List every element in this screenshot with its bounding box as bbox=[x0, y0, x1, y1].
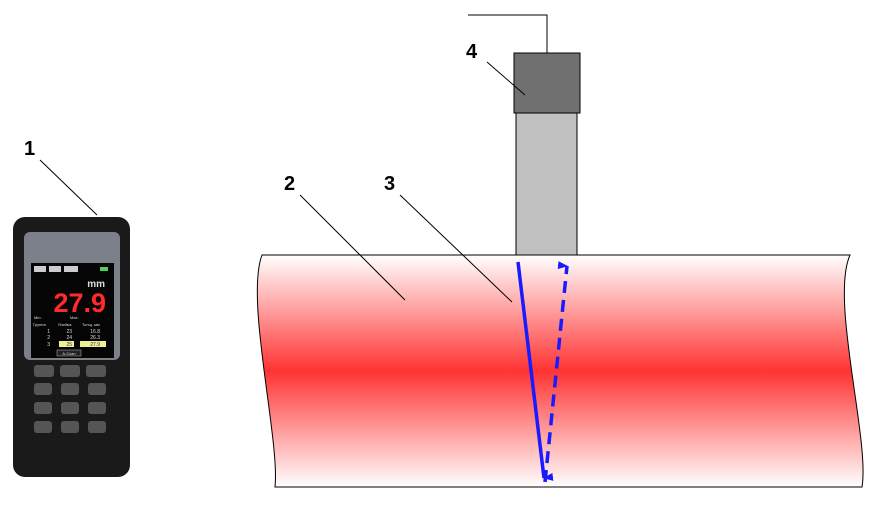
row-thickness: 16.8 bbox=[90, 329, 100, 335]
label-2: 2 bbox=[284, 173, 295, 195]
probe-cap bbox=[513, 52, 581, 114]
max-label: Max: bbox=[70, 315, 79, 320]
row-thickness: 27.9 bbox=[90, 342, 100, 348]
row-thickness: 26.3 bbox=[90, 335, 100, 341]
min-label: Min: bbox=[34, 315, 42, 320]
probe-body bbox=[515, 112, 578, 256]
incident-beam-arrow bbox=[516, 261, 554, 481]
row-cell: 23 bbox=[66, 329, 72, 335]
row-group: 1 bbox=[47, 329, 50, 335]
device-keypad bbox=[34, 365, 106, 433]
leader-line-4 bbox=[486, 61, 526, 96]
row-cell: 24 bbox=[66, 335, 72, 341]
probe-cable bbox=[468, 14, 548, 53]
thickness-gauge-device: mm 27.9 Min: Max: Группа Ячейка Толщ. мм… bbox=[13, 217, 130, 477]
col-cell: Ячейка bbox=[58, 322, 72, 327]
reflected-beam-arrow bbox=[543, 261, 569, 483]
leader-line-3 bbox=[399, 194, 513, 303]
row-group: 3 bbox=[47, 342, 50, 348]
row-cell: 25 bbox=[66, 342, 72, 348]
row-group: 2 bbox=[47, 335, 50, 341]
leader-line-2 bbox=[299, 194, 406, 301]
thickness-reading: 27.9 bbox=[53, 288, 106, 318]
label-4: 4 bbox=[466, 41, 478, 63]
col-group: Группа bbox=[33, 322, 46, 327]
pipe bbox=[256, 254, 864, 488]
label-3: 3 bbox=[384, 173, 395, 195]
col-thickness: Толщ. мм bbox=[82, 322, 100, 327]
leader-line-1 bbox=[39, 159, 98, 216]
unit-label: mm bbox=[87, 279, 105, 290]
probe bbox=[468, 14, 581, 256]
softkey-label: А-Скан bbox=[62, 351, 75, 356]
label-1: 1 bbox=[24, 138, 35, 160]
